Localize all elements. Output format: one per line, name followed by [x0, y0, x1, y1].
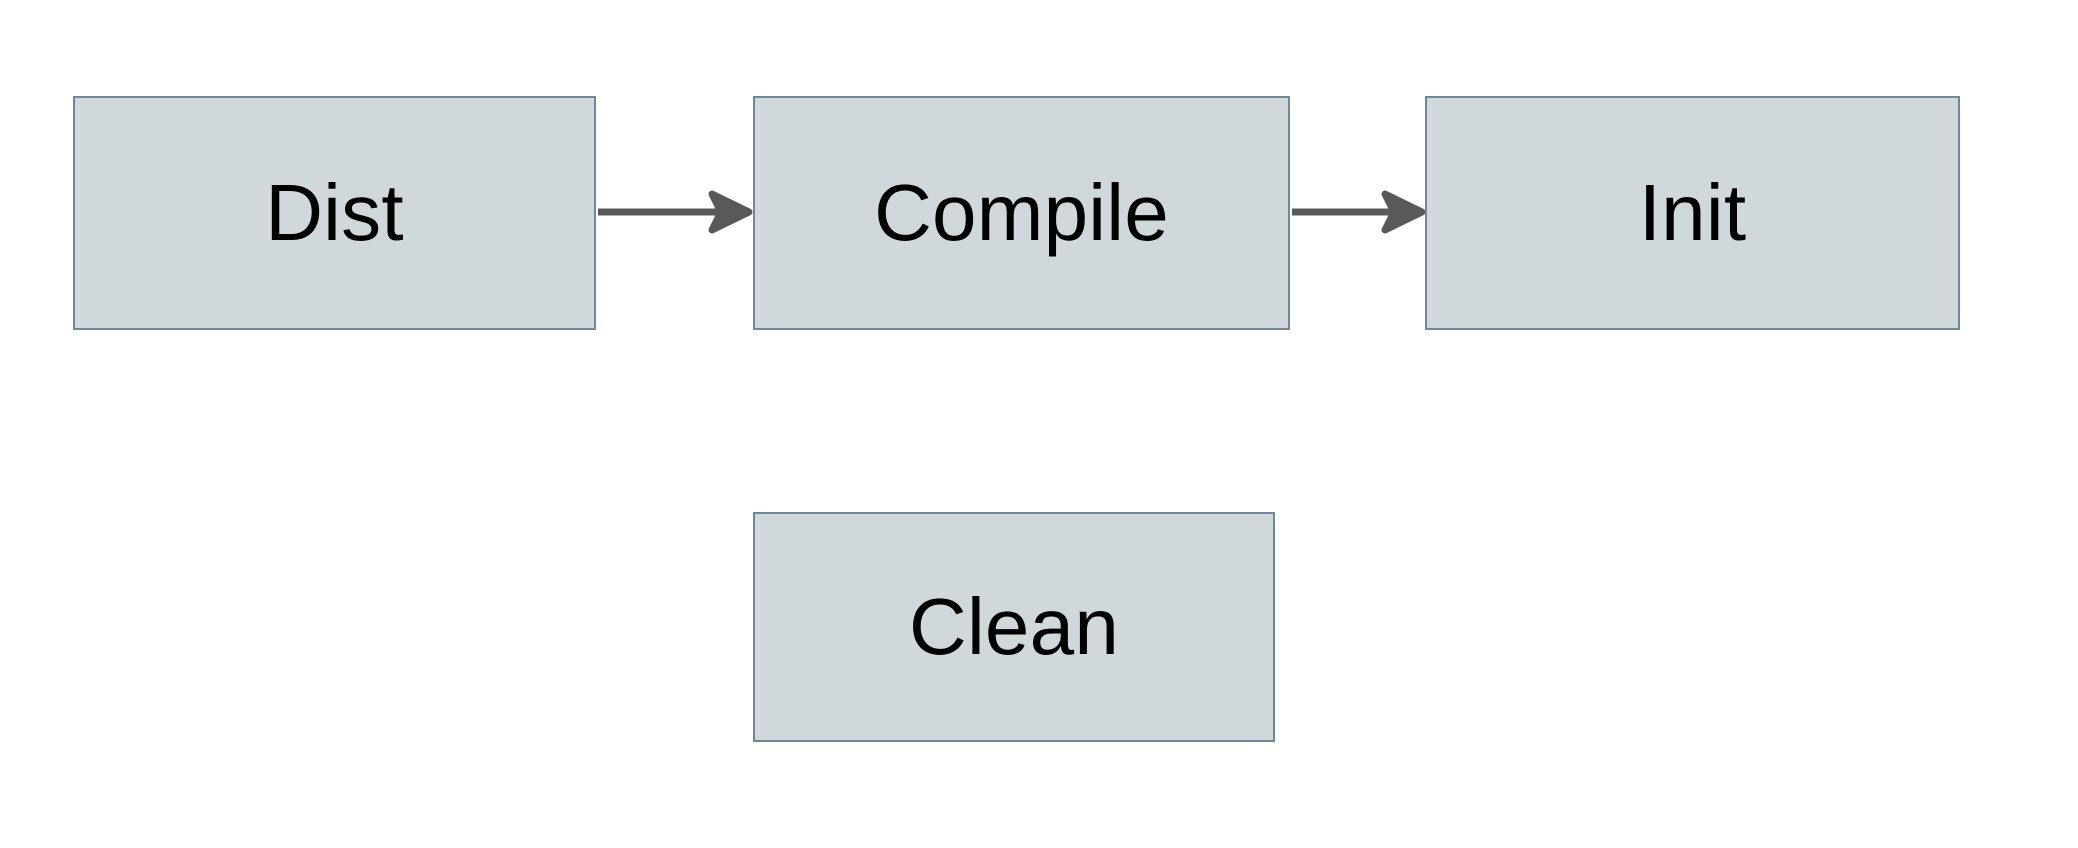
node-label-compile: Compile [874, 168, 1169, 257]
node-label-dist: Dist [265, 168, 404, 257]
node-label-clean: Clean [908, 582, 1120, 671]
node-clean[interactable]: Clean [753, 512, 1275, 742]
node-dist[interactable]: Dist [73, 96, 596, 330]
node-init[interactable]: Init [1425, 96, 1960, 330]
node-compile[interactable]: Compile [753, 96, 1290, 330]
node-label-init: Init [1638, 168, 1747, 257]
edge-dist-to-compile[interactable] [598, 190, 753, 234]
edge-compile-to-init[interactable] [1292, 190, 1426, 234]
